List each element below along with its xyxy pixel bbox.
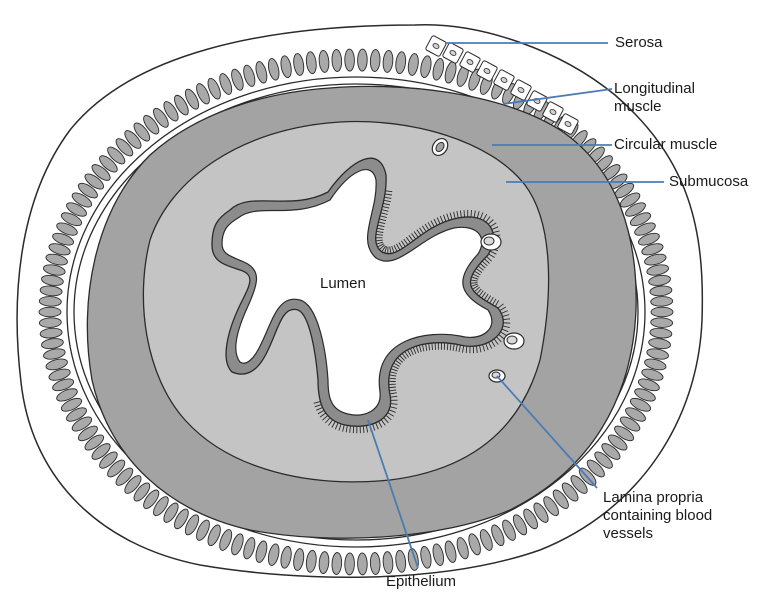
muscle-cell (345, 553, 355, 575)
muscle-cell (345, 49, 355, 71)
blood-vessel (481, 234, 501, 250)
longitudinal-muscle-label-line: muscle (614, 98, 695, 116)
lumen-label: Lumen (320, 275, 366, 293)
submucosa-label: Submucosa (669, 173, 748, 191)
lamina-propria-label: Lamina propria containing blood vessels (603, 489, 712, 543)
muscle-cell (39, 307, 61, 317)
lamina-propria-label-line: containing blood (603, 507, 712, 525)
circular-muscle-label: Circular muscle (614, 136, 717, 154)
longitudinal-muscle-label: Longitudinal muscle (614, 80, 695, 116)
muscle-cell (357, 553, 367, 575)
muscle-cell (357, 49, 367, 71)
muscle-cell (651, 307, 673, 317)
lamina-propria-label-line: vessels (603, 525, 712, 543)
blood-vessel (504, 333, 524, 349)
serosa-label: Serosa (615, 34, 663, 52)
longitudinal-muscle-label-line: Longitudinal (614, 80, 695, 98)
lamina-propria-label-line: Lamina propria (603, 489, 712, 507)
epithelium-label: Epithelium (386, 573, 456, 591)
